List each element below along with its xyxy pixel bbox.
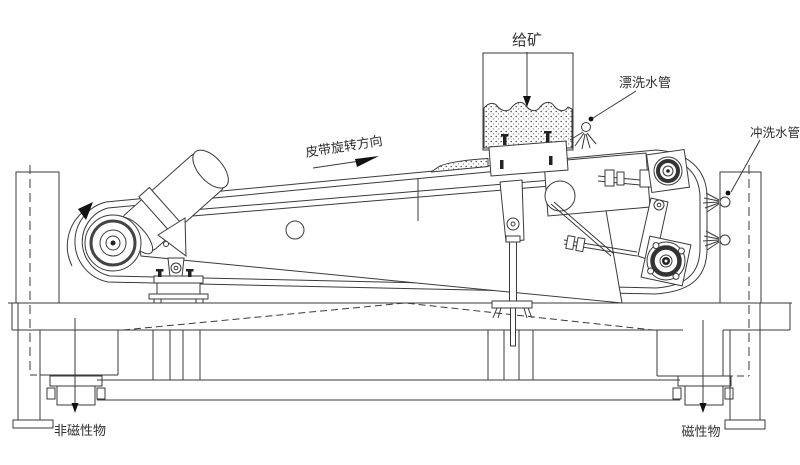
flush-spray-lower <box>703 231 719 250</box>
middle-support-columns <box>153 330 533 380</box>
flush-spray-upper <box>703 193 719 212</box>
rinse-nozzle <box>570 91 636 149</box>
flush-nozzles <box>703 140 760 250</box>
pedestal-bolts <box>156 269 194 277</box>
machine-base-frame <box>8 165 792 429</box>
feed-label: 给矿 <box>512 32 542 49</box>
non-magnetic-label: 非磁性物 <box>54 423 106 438</box>
feed-throat <box>489 141 568 176</box>
motor-pedestal <box>149 269 208 303</box>
drive-motor <box>111 141 237 277</box>
flush-pipe-label: 冲洗水管 <box>750 125 800 140</box>
material-on-belt <box>431 159 488 173</box>
belt-outer-edge <box>75 150 707 294</box>
throat-bolts <box>500 131 553 169</box>
magnetic-arrow <box>699 320 707 413</box>
head-plate-hole <box>545 181 575 211</box>
center-support-jack <box>492 180 532 346</box>
left-post <box>16 172 59 303</box>
belt-direction-label: 皮带旋转方向 <box>304 133 383 160</box>
frame-hole <box>286 221 304 239</box>
hidden-divider-plate <box>123 303 653 330</box>
rinse-pipe-label: 漂洗水管 <box>619 75 671 90</box>
right-foot <box>725 420 765 429</box>
head-assembly <box>544 150 691 286</box>
belt-inner-edge <box>82 156 700 288</box>
non-magnetic-chute <box>47 376 105 405</box>
magnetic-label: 磁性物 <box>681 424 720 439</box>
left-foot <box>13 420 53 428</box>
belt-direction-arrow <box>313 156 379 168</box>
non-magnetic-arrow <box>71 318 79 413</box>
tail-pulley <box>85 215 141 271</box>
rotation-direction-arrow <box>67 202 93 266</box>
rinse-spray <box>570 132 596 149</box>
conveyor-belt <box>75 150 707 294</box>
feed-arrow <box>523 52 531 107</box>
feed-hopper <box>431 53 573 176</box>
